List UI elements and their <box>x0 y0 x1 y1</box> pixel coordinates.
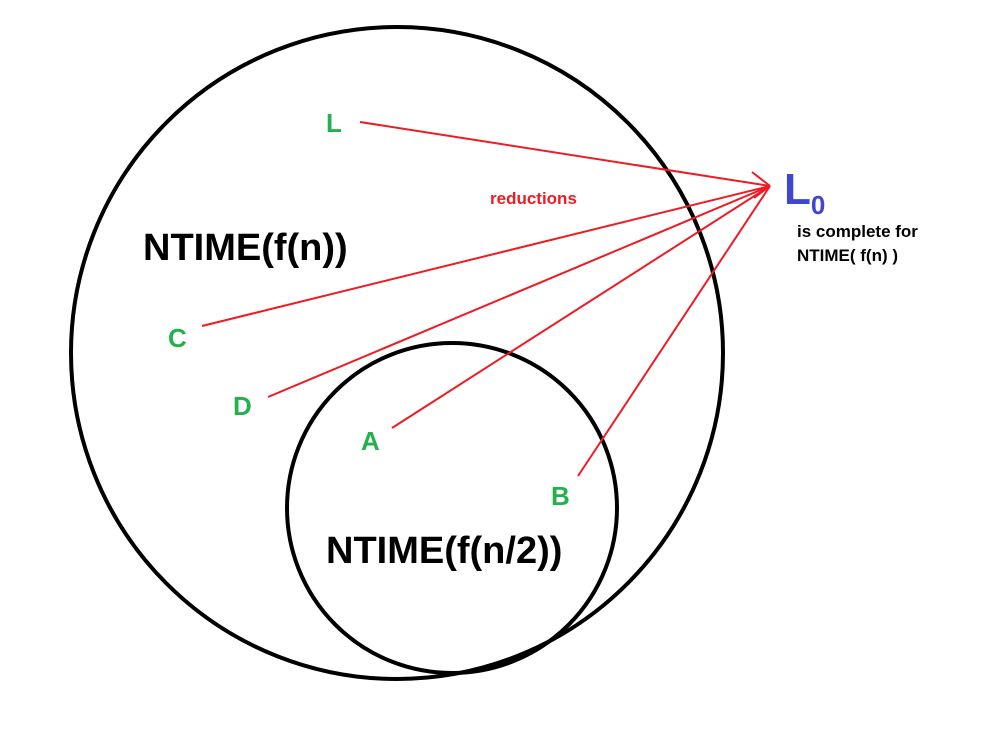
node-A: A <box>361 426 380 456</box>
node-D: D <box>233 391 252 421</box>
edge-label-reductions: reductions <box>490 189 577 208</box>
target-letter: L <box>784 165 811 214</box>
outer-set-label: NTIME(f(n)) <box>143 227 348 269</box>
target-note-line1: is complete for <box>797 222 918 241</box>
inner-set-label: NTIME(f(n/2)) <box>326 530 562 572</box>
edge-C-to-L0 <box>201 185 771 327</box>
arrowhead <box>751 171 771 199</box>
node-L: L <box>326 108 342 138</box>
reduction-edges <box>201 121 771 477</box>
edge-D-to-L0 <box>267 185 771 398</box>
inner-set-circle <box>285 341 619 675</box>
target-note-line2: NTIME( f(n) ) <box>797 246 898 265</box>
target-label: L0 <box>784 165 825 220</box>
node-C: C <box>168 323 187 353</box>
edge-L-to-L0 <box>359 121 771 187</box>
edge-A-to-L0 <box>391 185 771 429</box>
target-subscript: 0 <box>811 190 825 220</box>
node-B: B <box>551 481 570 511</box>
edge-B-to-L0 <box>577 185 771 477</box>
outer-set-circle <box>69 25 725 681</box>
